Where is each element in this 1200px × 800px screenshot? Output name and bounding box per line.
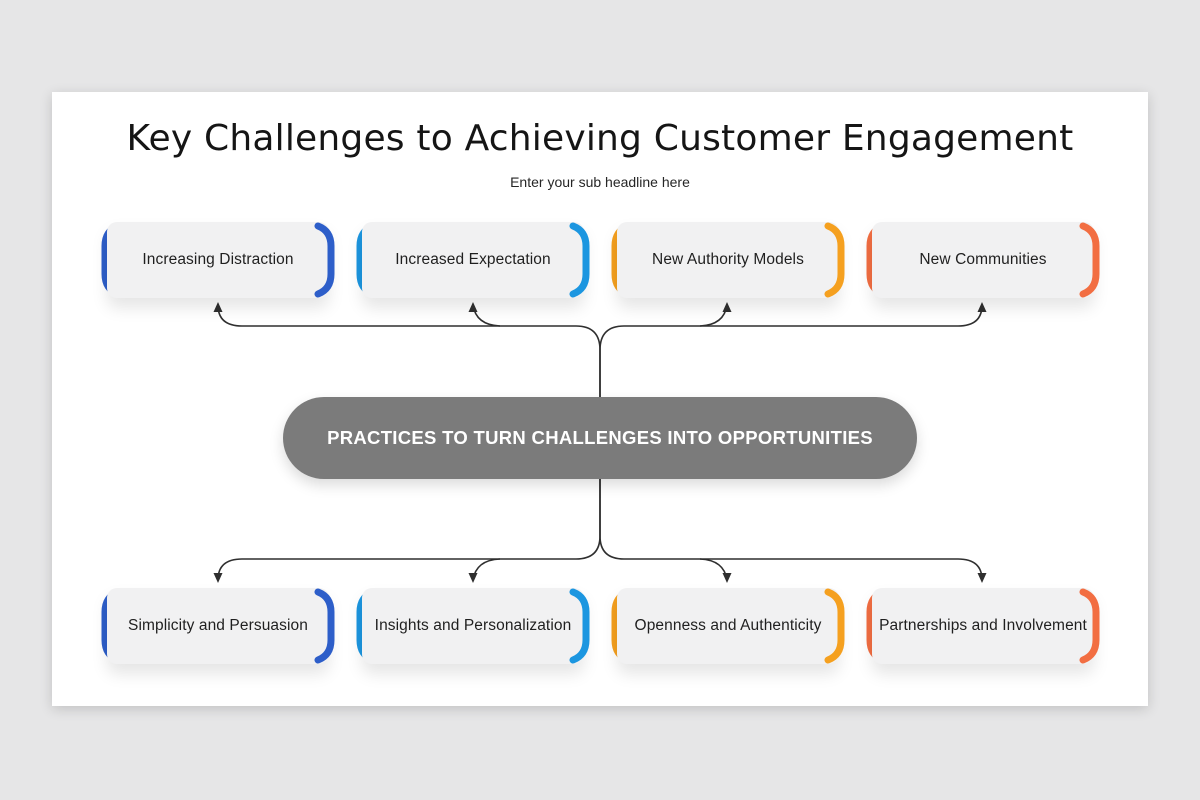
challenge-label: New Communities (872, 222, 1094, 298)
bracket-icon (824, 222, 845, 298)
practice-box-openness-and-authenticity: Openness and Authenticity (606, 588, 850, 664)
practice-label: Simplicity and Persuasion (107, 588, 329, 664)
center-practices-label: PRACTICES TO TURN CHALLENGES INTO OPPORT… (327, 427, 873, 448)
slide-card: Key Challenges to Achieving Customer Eng… (52, 92, 1148, 706)
page-title: Key Challenges to Achieving Customer Eng… (126, 118, 1074, 159)
center-practices-pill: PRACTICES TO TURN CHALLENGES INTO OPPORT… (283, 397, 917, 479)
practice-label: Partnerships and Involvement (872, 588, 1094, 664)
practice-box-simplicity-and-persuasion: Simplicity and Persuasion (96, 588, 340, 664)
challenge-label: New Authority Models (617, 222, 839, 298)
challenge-label: Increasing Distraction (107, 222, 329, 298)
bracket-icon (314, 222, 335, 298)
practice-box-partnerships-and-involvement: Partnerships and Involvement (861, 588, 1105, 664)
bracket-icon (1079, 588, 1100, 664)
bracket-icon (824, 588, 845, 664)
practice-label: Openness and Authenticity (617, 588, 839, 664)
bracket-icon (1079, 222, 1100, 298)
challenge-box-new-communities: New Communities (861, 222, 1105, 298)
challenge-box-increasing-distraction: Increasing Distraction (96, 222, 340, 298)
challenge-box-new-authority-models: New Authority Models (606, 222, 850, 298)
bracket-icon (569, 222, 590, 298)
practice-label: Insights and Personalization (362, 588, 584, 664)
challenge-box-increased-expectation: Increased Expectation (351, 222, 595, 298)
practice-box-insights-and-personalization: Insights and Personalization (351, 588, 595, 664)
bracket-icon (569, 588, 590, 664)
page-subtitle: Enter your sub headline here (510, 174, 690, 190)
bracket-icon (314, 588, 335, 664)
challenge-label: Increased Expectation (362, 222, 584, 298)
